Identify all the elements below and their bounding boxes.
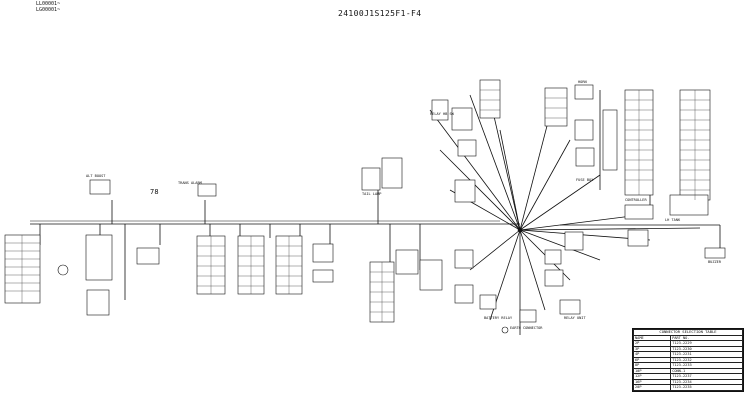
serial-number-1: LL00001~	[36, 1, 61, 7]
component-label-alt-boost: ALT BOOST	[86, 174, 106, 178]
component-label-trans-alarm: TRANS ALARM	[178, 181, 202, 185]
serial-number-2: LG00001~	[36, 7, 61, 13]
component-label-buzzer: BUZZER	[708, 260, 721, 264]
component-label-fuse-box: FUSE BOX	[576, 178, 594, 182]
component-label-relay-hb: RELAY HB SW	[430, 112, 454, 116]
table-header-name: NAME	[632, 334, 672, 341]
cell-part: T123-2235	[670, 384, 743, 391]
cell-part: T123-2234	[670, 378, 743, 385]
cell-part: T123-2232	[670, 356, 743, 363]
component-label-controller: CONTROLLER	[625, 198, 647, 202]
table-title: CONNECTOR SELECTION TABLE	[633, 329, 743, 336]
component-label-horn: HORN	[578, 80, 587, 84]
component-label-tail-lamp: TAIL LAMP	[362, 192, 382, 196]
table-header-part: PART NO.	[670, 334, 743, 341]
connector-selection-table: CONNECTOR SELECTION TABLE NAME PART NO. …	[632, 328, 744, 392]
cell-name: 6P	[632, 356, 672, 363]
cell-part: T123-2231	[670, 351, 743, 358]
cell-name: 16P	[632, 378, 672, 385]
cell-name: 3P	[632, 345, 672, 352]
component-label-lh-tank: LH TANK	[665, 218, 681, 222]
cell-name: 20P	[632, 384, 672, 391]
callout-number: 78	[150, 188, 159, 196]
cell-part: T123-2233	[670, 362, 743, 369]
cell-name: 10P	[632, 367, 672, 374]
cell-name: 12P	[632, 373, 672, 380]
component-label-relay-unit: RELAY UNIT	[564, 316, 586, 320]
cell-part: CONN-1	[670, 367, 743, 374]
drawing-number: 24100J1S125F1-F4	[338, 9, 422, 18]
cell-name: 2P	[632, 340, 672, 347]
cell-part: T123-2237	[670, 373, 743, 380]
cell-part: T123-2229	[670, 340, 743, 347]
cell-part: T123-2230	[670, 345, 743, 352]
cell-name: 4P	[632, 351, 672, 358]
component-label-battery-relay: BATTERY RELAY	[484, 316, 513, 320]
component-label-earth-connector: EARTH CONNECTOR	[510, 326, 543, 330]
cell-name: 8P	[632, 362, 672, 369]
